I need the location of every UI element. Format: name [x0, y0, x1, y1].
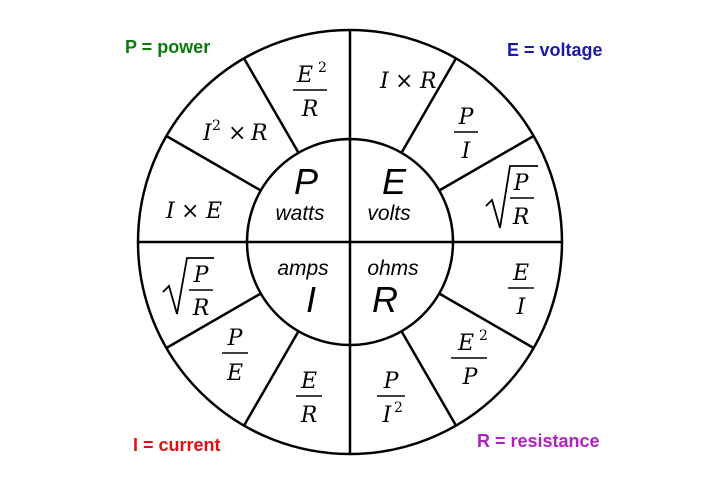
segment-divider [165, 292, 262, 350]
formula-e-over-r: E R [296, 369, 322, 428]
center-unit-amps: amps [277, 257, 329, 280]
svg-text:I: I [379, 69, 390, 94]
segment-divider [438, 292, 535, 350]
svg-text:I: I [461, 139, 472, 164]
svg-text:P: P [458, 105, 475, 130]
svg-text:×: × [181, 199, 199, 224]
center-letter-e: E [382, 161, 407, 202]
svg-text:2: 2 [212, 118, 221, 134]
formula-i-times-e: I × E [165, 199, 222, 224]
legend-current: I = current [133, 435, 221, 455]
svg-text:2: 2 [318, 60, 327, 76]
formula-p-over-i-squared: P I 2 [377, 369, 405, 428]
svg-text:R: R [300, 403, 318, 428]
svg-text:I: I [516, 295, 527, 320]
segment-divider [400, 330, 458, 427]
center-letter-i: I [306, 279, 316, 320]
legend-resistance: R = resistance [477, 431, 600, 451]
svg-text:E: E [512, 261, 529, 286]
center-letter-p: P [294, 161, 318, 202]
svg-text:R: R [250, 121, 268, 146]
svg-text:P: P [193, 263, 210, 288]
segment-divider [438, 134, 535, 192]
svg-text:2: 2 [394, 400, 403, 416]
svg-text:R: R [192, 296, 210, 321]
formula-i-times-r: I × R [379, 69, 437, 94]
svg-text:I: I [165, 199, 176, 224]
formula-e-over-i: E I [508, 261, 534, 320]
svg-text:E: E [457, 331, 474, 356]
legend-voltage: E = voltage [507, 40, 603, 60]
legend-power: P = power [125, 37, 211, 57]
svg-text:E: E [296, 63, 313, 88]
svg-text:P: P [227, 326, 244, 351]
formula-e-squared-over-p: E 2 P [451, 328, 488, 390]
svg-text:P: P [383, 369, 400, 394]
svg-text:E: E [226, 361, 243, 386]
svg-text:E: E [300, 369, 317, 394]
svg-text:×: × [395, 69, 413, 94]
formula-p-over-i: P I [454, 105, 478, 164]
segment-divider [400, 57, 458, 154]
segment-dividers [165, 57, 535, 427]
svg-text:×: × [228, 121, 246, 146]
formula-p-over-e: P E [222, 326, 248, 386]
center-unit-watts: watts [275, 202, 325, 225]
svg-text:R: R [301, 97, 319, 122]
center-unit-ohms: ohms [367, 257, 419, 280]
formula-i-squared-times-r: I 2 × R [202, 118, 268, 146]
svg-text:I: I [382, 403, 393, 428]
svg-text:P: P [462, 365, 479, 390]
segment-divider [242, 330, 300, 427]
svg-text:2: 2 [479, 328, 488, 344]
center-letter-r: R [372, 279, 398, 320]
formula-e-squared-over-r: E 2 R [293, 60, 327, 122]
svg-text:E: E [205, 199, 222, 224]
formula-sqrt-p-over-r: P R [485, 165, 538, 230]
svg-text:R: R [419, 69, 437, 94]
formula-sqrt-p-over-r-current: P R [162, 257, 214, 321]
segment-divider [165, 134, 262, 192]
center-unit-volts: volts [367, 202, 411, 225]
svg-text:R: R [512, 205, 530, 230]
svg-text:I: I [202, 121, 213, 146]
segment-divider [242, 57, 300, 154]
svg-text:P: P [513, 171, 530, 196]
